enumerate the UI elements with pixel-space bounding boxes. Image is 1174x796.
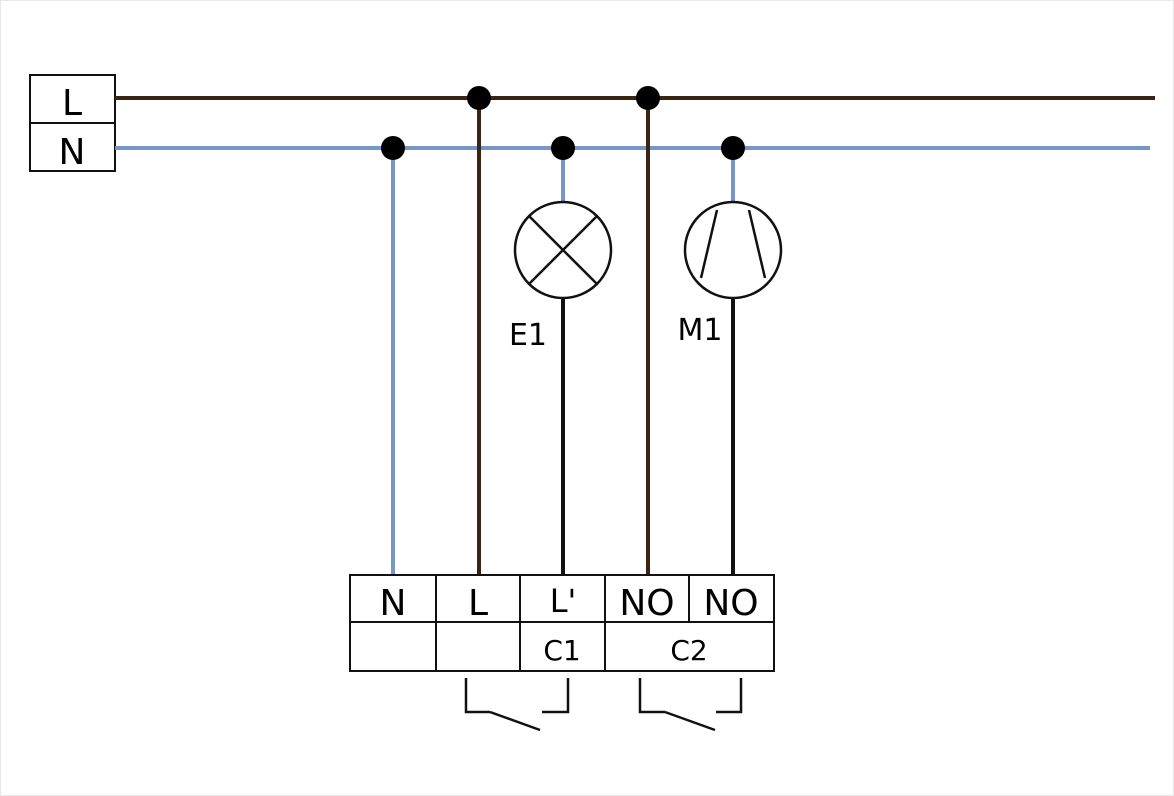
junction-dot-neutral-1 bbox=[381, 136, 405, 160]
lamp-symbol-icon bbox=[513, 200, 613, 300]
motor-symbol-icon bbox=[683, 200, 783, 300]
contact-c2-label: C2 bbox=[670, 634, 707, 667]
supply-terminal-block bbox=[29, 74, 116, 172]
terminal-no1-label: NO bbox=[619, 583, 674, 624]
contact-c1-label: C1 bbox=[543, 634, 580, 667]
junction-dot-neutral-3 bbox=[721, 136, 745, 160]
motor-label: M1 bbox=[678, 313, 723, 348]
terminal-n-label: N bbox=[380, 583, 407, 624]
junction-dot-live-2 bbox=[636, 86, 660, 110]
junction-dot-neutral-2 bbox=[551, 136, 575, 160]
supply-live-label: L bbox=[62, 83, 82, 124]
switch-contact-c2-icon bbox=[638, 678, 743, 732]
switch-contact-c1-icon bbox=[464, 678, 570, 732]
device-terminal-block bbox=[349, 574, 775, 672]
supply-neutral-label: N bbox=[59, 132, 86, 173]
terminal-no2-label: NO bbox=[703, 583, 758, 624]
terminal-l-label: L bbox=[468, 583, 488, 624]
junction-dot-live-1 bbox=[467, 86, 491, 110]
lamp-label: E1 bbox=[509, 318, 547, 353]
terminal-l-prime-label: L' bbox=[550, 582, 577, 620]
